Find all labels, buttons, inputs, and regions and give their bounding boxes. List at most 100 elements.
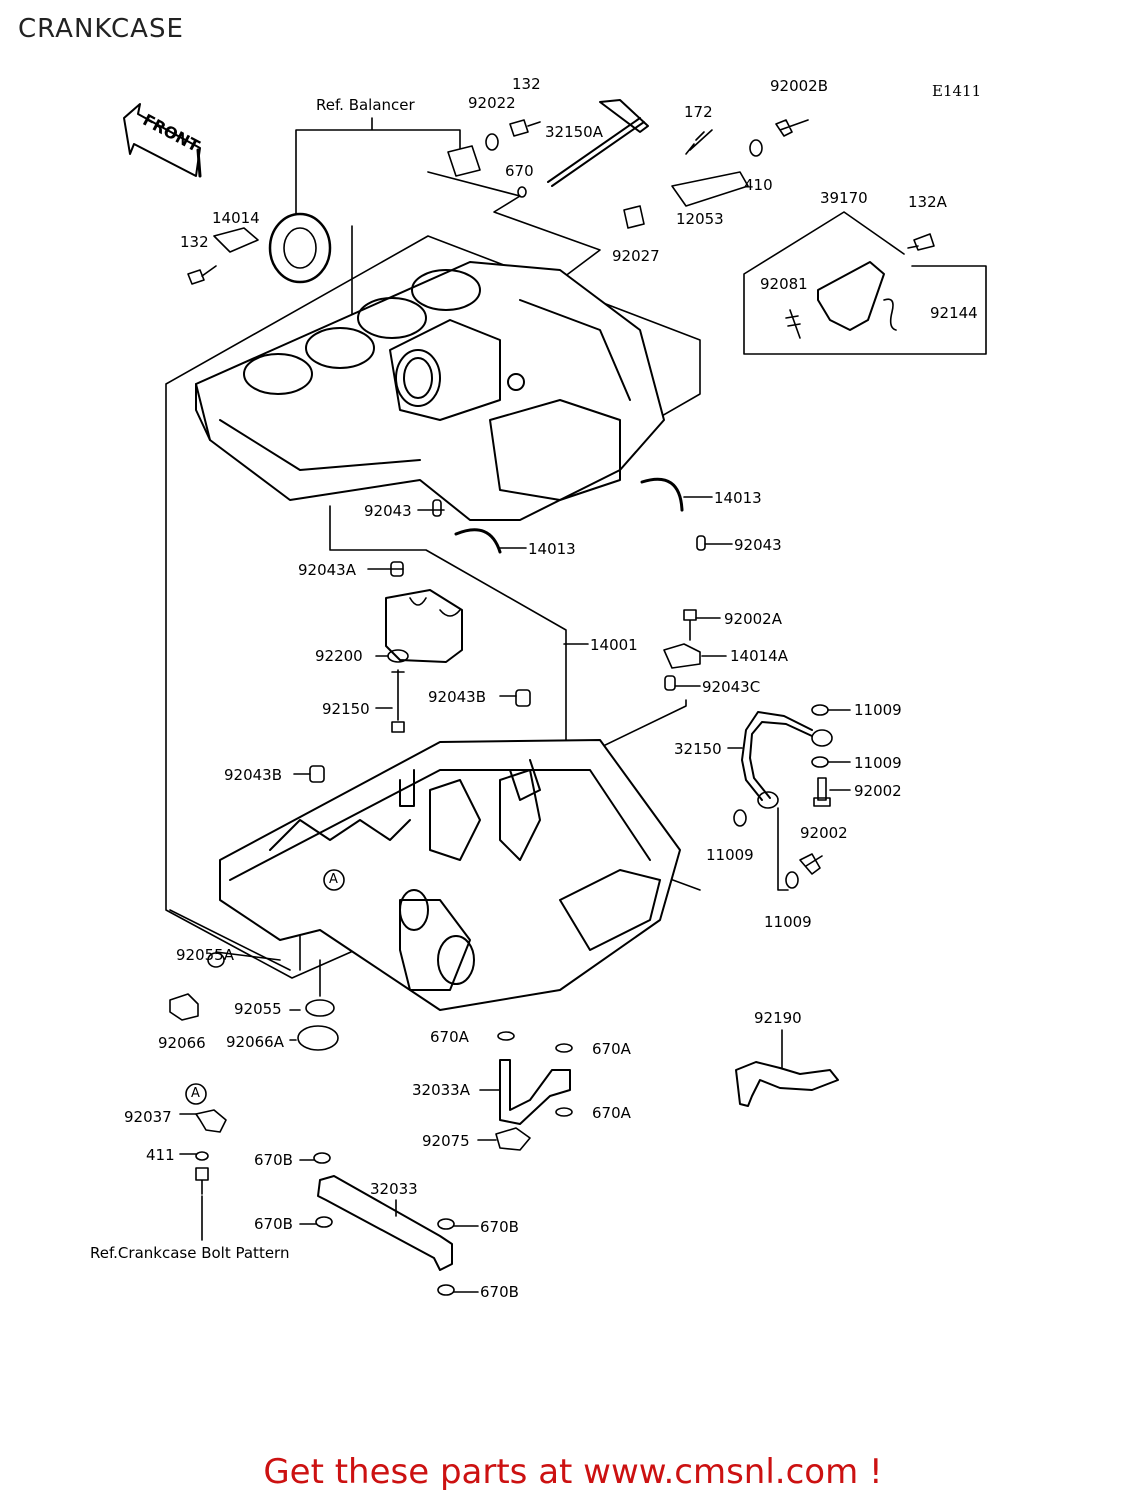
oring-670A-2 xyxy=(555,1043,573,1053)
tensioner-39170-bracket xyxy=(743,211,987,355)
part-label-92066: 92066 xyxy=(158,1034,206,1052)
part-label-92037: 92037 xyxy=(124,1108,172,1126)
pipe-32033 xyxy=(317,1175,453,1271)
part-label-92002-2: 92002 xyxy=(800,824,848,842)
part-label-92075: 92075 xyxy=(422,1132,470,1150)
upper-crankcase xyxy=(195,261,665,521)
part-label-172: 172 xyxy=(684,103,713,121)
part-label-92002-1: 92002 xyxy=(854,782,902,800)
bearing-balancer xyxy=(268,212,332,284)
washer-410 xyxy=(749,139,763,157)
part-label-32033A: 32033A xyxy=(412,1081,470,1099)
oring-92055A xyxy=(207,952,225,968)
oring-670B-3 xyxy=(437,1218,455,1230)
dowel-92043B-mid xyxy=(515,689,531,707)
plate-14014 xyxy=(213,227,259,253)
oring-670A-3 xyxy=(555,1107,573,1117)
part-label-92066A: 92066A xyxy=(226,1033,284,1051)
page-title: CRANKCASE xyxy=(18,14,184,44)
footer-promo-link[interactable]: Get these parts at www.cmsnl.com ! xyxy=(263,1452,883,1492)
washer-11009-4 xyxy=(785,871,799,889)
bolt-92002B xyxy=(775,119,809,137)
part-label-670B-3: 670B xyxy=(480,1218,519,1236)
balancer-sleeve xyxy=(447,145,481,177)
collar-92027 xyxy=(623,205,645,229)
plate-12053 xyxy=(671,171,749,207)
part-label-410: 410 xyxy=(744,176,773,194)
bolt-92002-2 xyxy=(799,853,823,875)
part-label-670B-2: 670B xyxy=(254,1215,293,1233)
part-label-92200: 92200 xyxy=(315,647,363,665)
dowel-92043C xyxy=(664,675,676,691)
part-label-670A-2: 670A xyxy=(592,1040,631,1058)
oring-92055 xyxy=(305,999,335,1017)
part-label-92055: 92055 xyxy=(234,1000,282,1018)
part-label-132-left: 132 xyxy=(180,233,209,251)
hose-92190 xyxy=(735,1061,839,1107)
oring-670B-1 xyxy=(313,1152,331,1164)
part-label-92043A: 92043A xyxy=(298,561,356,579)
part-label-670B-4: 670B xyxy=(480,1283,519,1301)
bolt-92150 xyxy=(391,669,405,733)
oring-670A-1 xyxy=(497,1031,515,1041)
part-label-14013-bottom: 14013 xyxy=(528,540,576,558)
part-label-670A-3: 670A xyxy=(592,1104,631,1122)
part-label-11009-1: 11009 xyxy=(854,701,902,719)
front-arrow-icon xyxy=(123,103,202,178)
bolt-92002-1 xyxy=(813,777,831,807)
part-label-92144: 92144 xyxy=(930,304,978,322)
ref-bolt-pattern-label: Ref.Crankcase Bolt Pattern xyxy=(90,1244,290,1262)
rod-32150A xyxy=(547,99,649,187)
spring-172 xyxy=(685,129,713,155)
plate-92075 xyxy=(495,1127,531,1151)
crankshaft-cap-14001 xyxy=(385,589,463,663)
oring-670B-2 xyxy=(315,1216,333,1228)
callout-a-marker-2 xyxy=(185,1083,207,1105)
plug-92066 xyxy=(169,993,199,1021)
callout-a-marker-1 xyxy=(323,869,345,891)
part-label-14014A: 14014A xyxy=(730,647,788,665)
part-label-92043B-mid: 92043B xyxy=(428,688,487,706)
bolt-132A xyxy=(907,233,935,251)
part-label-92002A: 92002A xyxy=(724,610,782,628)
dowel-92043-right xyxy=(696,535,706,551)
clamp-92037 xyxy=(195,1109,227,1133)
part-label-92043-right: 92043 xyxy=(734,536,782,554)
part-label-39170: 39170 xyxy=(820,189,868,207)
part-label-32150: 32150 xyxy=(674,740,722,758)
pipe-32033A xyxy=(499,1059,571,1125)
bearing-shell-14013-right xyxy=(640,477,684,512)
washer-11009-3 xyxy=(733,809,747,827)
spring-92081 xyxy=(785,309,801,339)
part-label-92043-left: 92043 xyxy=(364,502,412,520)
washer-11009-1 xyxy=(811,704,829,716)
part-label-14013-right: 14013 xyxy=(714,489,762,507)
bearing-shell-14013-bottom xyxy=(454,528,502,554)
bolt-92002A xyxy=(683,609,697,641)
bolt-411 xyxy=(195,1167,209,1195)
ref-balancer-label: Ref. Balancer xyxy=(316,96,415,114)
part-label-92150: 92150 xyxy=(322,700,370,718)
part-label-92043C: 92043C xyxy=(702,678,761,696)
part-label-92043B-left: 92043B xyxy=(224,766,283,784)
part-label-670: 670 xyxy=(505,162,534,180)
dowel-92043B-left xyxy=(309,765,325,783)
part-label-11009-4: 11009 xyxy=(764,913,812,931)
upper-case-outline xyxy=(165,235,701,979)
part-label-670A-1: 670A xyxy=(430,1028,469,1046)
lower-crankcase xyxy=(219,739,681,1011)
spring-92144 xyxy=(883,298,897,331)
part-label-670B-1: 670B xyxy=(254,1151,293,1169)
part-label-32150A: 32150A xyxy=(545,123,603,141)
seal-92022 xyxy=(485,133,499,151)
part-label-92055A: 92055A xyxy=(176,946,234,964)
oil-pipe-32150 xyxy=(741,711,813,801)
diagram-code: E1411 xyxy=(932,82,982,100)
part-label-92022: 92022 xyxy=(468,94,516,112)
plug-92066A xyxy=(297,1025,339,1051)
bolt-132-top xyxy=(509,119,541,137)
oring-670B-4 xyxy=(437,1284,455,1296)
washer-411 xyxy=(195,1151,209,1161)
part-label-92081: 92081 xyxy=(760,275,808,293)
